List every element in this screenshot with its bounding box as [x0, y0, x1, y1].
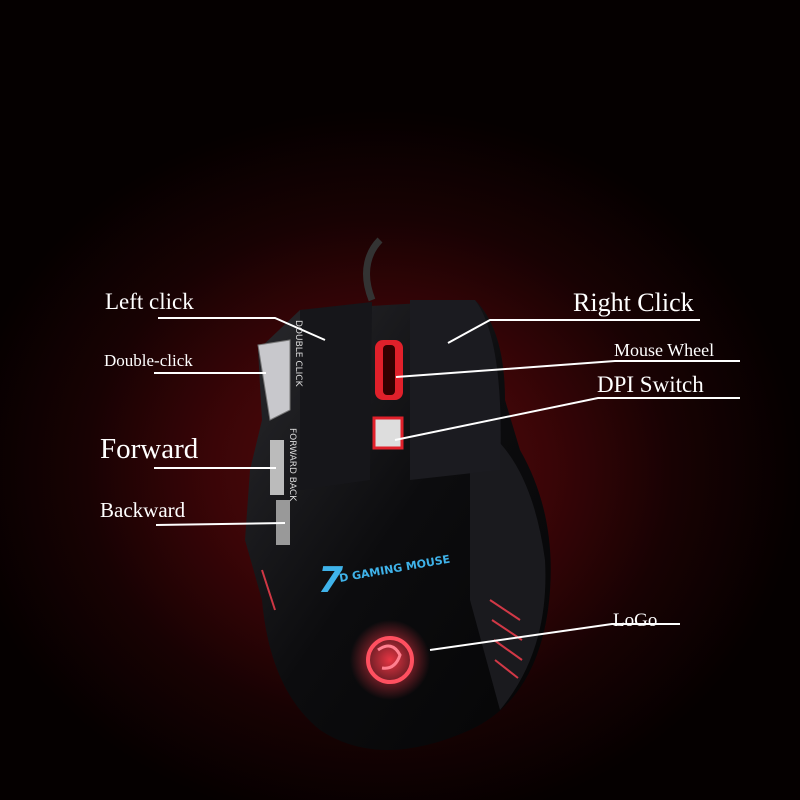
- logo-line: [429, 623, 680, 651]
- mouse-wheel-line: [395, 360, 740, 378]
- forward-label: Forward: [100, 433, 199, 465]
- mouse-cable: [363, 237, 383, 302]
- backward-label: Backward: [100, 498, 186, 522]
- dpi-switch-button: [372, 416, 404, 450]
- double-click-label: Double-click: [104, 351, 193, 370]
- right-click-label: Right Click: [573, 288, 694, 317]
- double-click-button: [257, 339, 291, 421]
- left-click-line: [158, 317, 326, 341]
- dpi-switch-line: [394, 397, 740, 441]
- mouse-wheel-label: Mouse Wheel: [614, 340, 715, 360]
- left-button: [300, 302, 372, 490]
- dragon-logo-icon: [366, 636, 414, 684]
- dpi-switch-label: DPI Switch: [597, 372, 704, 397]
- double-click-print: DOUBLE CLICK: [293, 320, 303, 388]
- right-button: [410, 300, 501, 480]
- brand-seven: 7: [318, 560, 343, 601]
- right-click-line: [447, 319, 700, 344]
- forward-button: [270, 440, 284, 495]
- backward-line: [155, 522, 286, 526]
- mouse-right-flank: [470, 420, 546, 710]
- left-click-label: Left click: [105, 289, 194, 314]
- logo-label: LoGo: [613, 610, 658, 631]
- forward-back-print: FORWARD BACK: [287, 428, 297, 502]
